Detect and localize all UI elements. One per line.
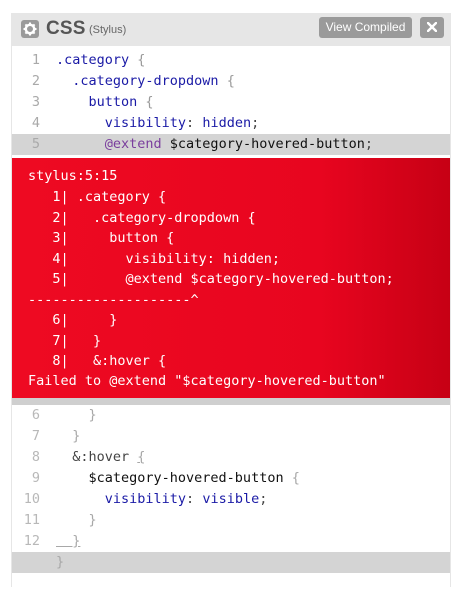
- code-token: }: [56, 407, 97, 423]
- line-number: 8: [31, 449, 40, 465]
- code-line[interactable]: 6 }: [12, 405, 450, 426]
- code-token: {: [226, 73, 235, 89]
- editor-subtitle: (Stylus): [89, 24, 127, 36]
- code-line[interactable]: }: [12, 552, 450, 573]
- line-text: visibility: hidden;: [56, 113, 259, 134]
- line-text: }: [56, 531, 80, 552]
- code-token: :: [186, 491, 203, 507]
- line-number: 5: [31, 136, 40, 152]
- code-line[interactable]: 5 @extend $category-hovered-button;: [12, 134, 450, 155]
- line-number: 7: [31, 428, 40, 444]
- code-token: @extend: [56, 136, 170, 152]
- code-token: {: [145, 94, 154, 110]
- editor-header: CSS (Stylus) View Compiled: [12, 13, 450, 46]
- line-number: 3: [31, 94, 40, 110]
- code-token: {: [137, 449, 146, 465]
- code-line[interactable]: 9 $category-hovered-button {: [12, 468, 450, 489]
- code-token: {: [137, 52, 146, 68]
- code-token: :: [186, 115, 203, 131]
- error-divider: [12, 398, 450, 405]
- line-text: visibility: visible;: [56, 489, 268, 510]
- code-token: ;: [259, 491, 268, 507]
- line-text: @extend $category-hovered-button;: [56, 134, 373, 155]
- close-icon: [427, 22, 437, 32]
- line-text: }: [56, 552, 64, 573]
- code-token: {: [291, 470, 300, 486]
- line-number: 9: [31, 470, 40, 486]
- code-line[interactable]: 7 }: [12, 426, 450, 447]
- line-text: }: [56, 426, 80, 447]
- code-line[interactable]: 2 .category-dropdown {: [12, 71, 450, 92]
- code-line[interactable]: 11 }: [12, 510, 450, 531]
- code-token: $category-hovered-button: [56, 470, 292, 486]
- line-number: 4: [31, 115, 40, 131]
- error-context-line: 7| }: [28, 332, 102, 349]
- gear-icon[interactable]: [21, 20, 39, 38]
- line-text: }: [56, 405, 97, 426]
- error-context-line: 8| &:hover {: [28, 353, 167, 369]
- line-text: button {: [56, 92, 154, 113]
- line-number: 1: [31, 52, 40, 68]
- code-token: visible: [202, 491, 260, 507]
- code-line[interactable]: 10 visibility: visible;: [12, 489, 450, 510]
- editor-title: CSS: [46, 18, 86, 39]
- line-text: .category {: [56, 50, 145, 71]
- code-token: $category-hovered-button: [169, 136, 365, 152]
- close-button[interactable]: [420, 17, 444, 38]
- error-context-line: 4| visibility: hidden;: [28, 250, 280, 267]
- line-number: 10: [23, 491, 40, 507]
- code-token: visibility: [56, 115, 187, 131]
- code-line[interactable]: 3 button {: [12, 92, 450, 113]
- code-token: }: [56, 554, 65, 570]
- code-token: hidden: [202, 115, 252, 131]
- error-context-line: 2| .category-dropdown {: [28, 209, 256, 226]
- line-text: $category-hovered-button {: [56, 468, 300, 489]
- line-number: 2: [31, 73, 40, 89]
- code-token: .category-dropdown: [56, 73, 227, 89]
- view-compiled-button[interactable]: View Compiled: [319, 17, 412, 38]
- code-token: }: [56, 512, 97, 528]
- line-number: 11: [23, 512, 40, 528]
- error-location: stylus:5:15: [28, 168, 118, 184]
- error-context-line: 6| }: [28, 312, 118, 328]
- code-token: button: [56, 94, 146, 110]
- line-text: &:hover {: [56, 447, 145, 468]
- code-line[interactable]: 1 .category {: [12, 50, 450, 71]
- error-context-line: 5| @extend $category-hovered-button;: [28, 271, 394, 287]
- css-editor-panel: CSS (Stylus) View Compiled 1.category {2…: [11, 13, 451, 587]
- line-text: .category-dropdown {: [56, 71, 235, 92]
- code-line[interactable]: 4 visibility: hidden;: [12, 113, 450, 134]
- code-line[interactable]: 8 &:hover {: [12, 447, 450, 468]
- code-token: }: [56, 428, 81, 444]
- code-line[interactable]: 12 }: [12, 531, 450, 552]
- error-context-line: 3| button {: [28, 230, 175, 246]
- error-message: Failed to @extend "$category-hovered-but…: [28, 373, 386, 389]
- code-token: }: [56, 533, 81, 549]
- code-token: ;: [251, 115, 260, 131]
- line-text: }: [56, 510, 97, 531]
- line-number: 12: [23, 533, 40, 549]
- error-overlay: stylus:5:15 1| .category { 2| .category-…: [12, 158, 450, 398]
- code-token: .category: [56, 52, 138, 68]
- code-token: ;: [364, 136, 374, 152]
- code-token: visibility: [56, 491, 187, 507]
- error-context-line: --------------------^: [28, 291, 199, 308]
- code-token: &:hover: [56, 449, 138, 465]
- error-context-line: 1| .category {: [28, 189, 167, 205]
- line-number: 6: [31, 407, 40, 423]
